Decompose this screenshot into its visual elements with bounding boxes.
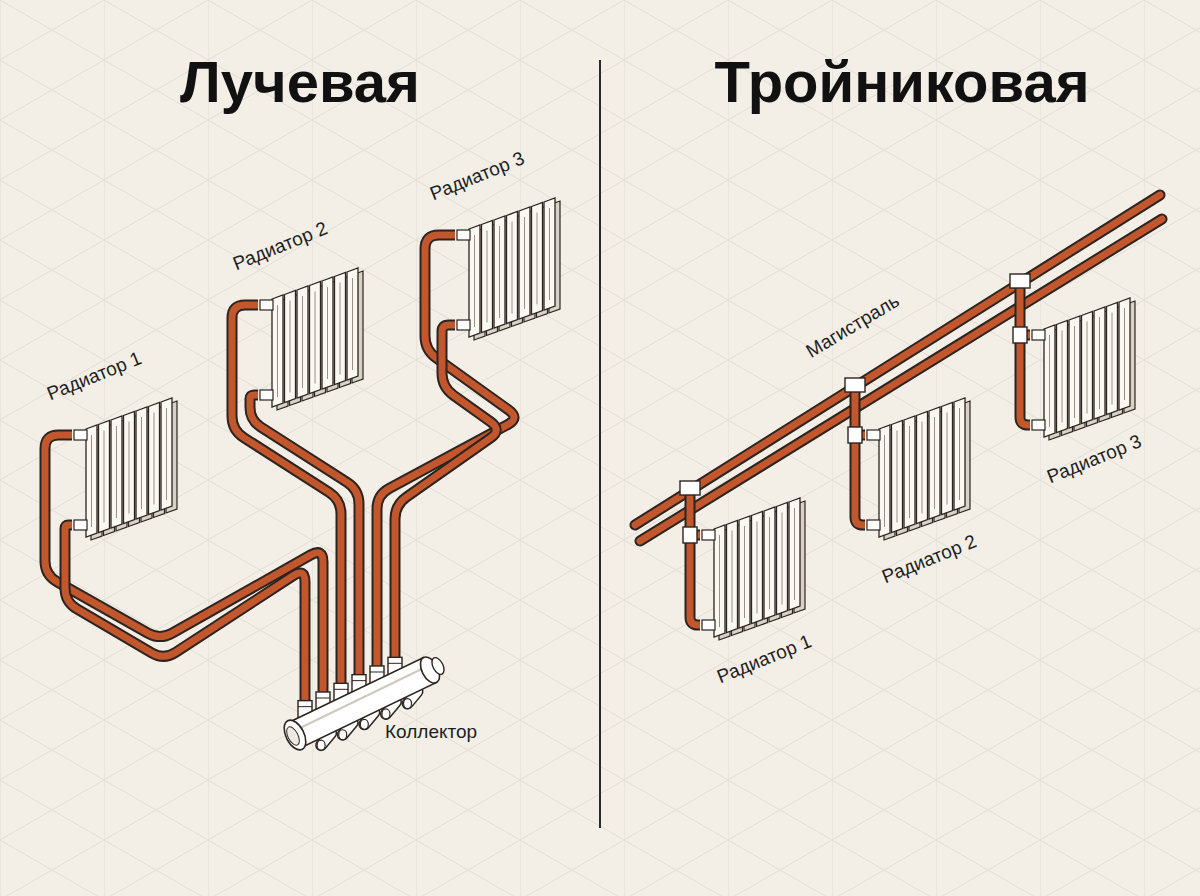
pipe-stub xyxy=(320,645,327,694)
panel-heading: Лучевая xyxy=(150,50,450,114)
radiator-drawing xyxy=(72,395,182,545)
collector-highlight xyxy=(298,665,430,729)
pipe-fill xyxy=(395,325,496,645)
pipe-label: Магистраль xyxy=(802,290,903,363)
pipe-outline xyxy=(395,325,496,645)
radiator-drawing xyxy=(455,195,565,345)
radiator-label: Радиатор 3 xyxy=(427,147,528,205)
fitting-ring xyxy=(388,663,402,664)
fitting-ring xyxy=(316,697,330,698)
collector-label: Коллектор xyxy=(385,721,477,743)
pipe-stub xyxy=(338,645,345,685)
collector-drawing xyxy=(280,645,510,770)
radiator-drawing xyxy=(865,395,975,545)
outlet-end xyxy=(404,699,412,709)
pipe-stub xyxy=(336,645,347,685)
panel-heading: Тройниковая xyxy=(702,50,1102,114)
fitting-ring xyxy=(352,680,366,681)
fitting-ring xyxy=(370,671,384,672)
fitting-ring xyxy=(298,706,312,707)
pipe-stub xyxy=(318,645,329,694)
pipe-fill xyxy=(65,525,305,656)
radiator-node: Радиатор 2 xyxy=(865,395,995,605)
radiator-node: Радиатор 1 xyxy=(700,495,830,705)
pipe-stub xyxy=(300,645,311,703)
pipe-fill xyxy=(250,395,359,645)
tee-fitting xyxy=(680,274,1030,543)
radiator-drawing xyxy=(1030,295,1140,445)
radiator-drawing xyxy=(700,495,810,645)
pipe-connector xyxy=(395,325,496,645)
pipe-outline xyxy=(65,525,305,656)
pipe-stub xyxy=(372,645,383,668)
radiator-symbol xyxy=(74,398,177,540)
radiator-node: Радиатор 3 xyxy=(1030,295,1160,505)
radiator-node: Радиатор 3 xyxy=(455,160,575,345)
fitting-ring xyxy=(334,689,348,690)
collector-cap xyxy=(284,725,302,747)
radiator-node: Радиатор 2 xyxy=(258,230,378,415)
pipe-connector xyxy=(250,395,359,645)
outlet-end xyxy=(339,730,347,740)
radiator-label: Радиатор 1 xyxy=(714,630,815,688)
radiator-label: Радиатор 2 xyxy=(230,217,331,275)
radiator-node: Радиатор 1 xyxy=(72,360,192,545)
outlet-end xyxy=(317,740,325,750)
radiator-symbol xyxy=(702,498,805,640)
outlet-end xyxy=(382,709,390,719)
pipe-outline xyxy=(250,395,359,645)
radiator-symbol xyxy=(1032,298,1135,440)
radiator-drawing xyxy=(258,265,368,415)
radiator-symbol xyxy=(457,198,560,340)
collector-nipple xyxy=(429,656,446,677)
radiator-label: Радиатор 3 xyxy=(1044,430,1145,488)
pipe-stub xyxy=(302,645,309,703)
pipe-stub xyxy=(354,645,365,677)
radiator-label: Радиатор 1 xyxy=(44,347,145,405)
radiator-symbol xyxy=(867,398,970,540)
radiator-symbol xyxy=(260,268,363,410)
pipe-stub xyxy=(356,645,363,677)
radiator-label: Радиатор 2 xyxy=(879,530,980,588)
outlet-end xyxy=(360,719,368,729)
pipe-connector xyxy=(65,525,305,656)
pipe-stub xyxy=(374,645,381,668)
divider-line xyxy=(599,60,601,828)
collector-node: Коллектор xyxy=(280,645,510,770)
collector-cap xyxy=(280,717,311,754)
main-pipe xyxy=(635,195,1162,541)
